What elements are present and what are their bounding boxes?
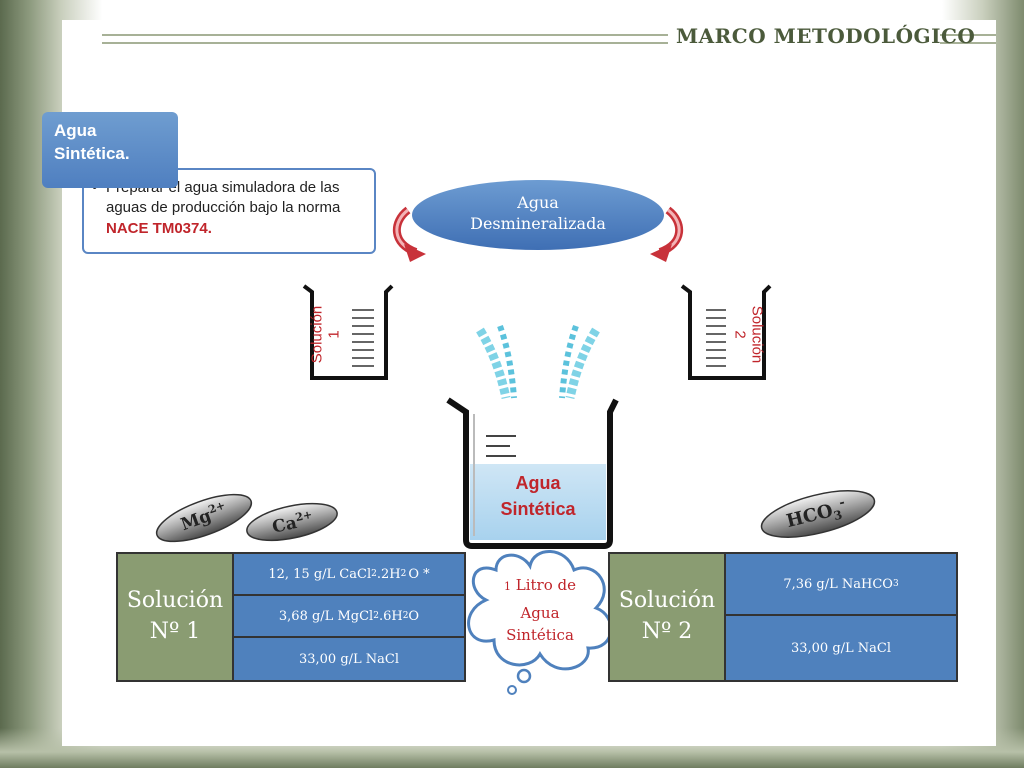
cloud-line-3: Sintética xyxy=(506,626,574,644)
demin-line-1: Agua xyxy=(517,193,559,212)
beaker-right-line-2: 2 xyxy=(732,330,749,339)
sol1-r1-sub1: 2 xyxy=(371,569,377,579)
sol2-r1-pre: 7,36 g/L NaHCO xyxy=(783,576,893,592)
sol1-r1-mid: .2H xyxy=(376,566,401,582)
beaker-solution-2-icon xyxy=(680,284,772,380)
ion-ca-charge: 2+ xyxy=(294,507,314,525)
sol1-r1-pre: 12, 15 g/L CaCl xyxy=(268,566,372,582)
sol1-r1-post: O * xyxy=(408,566,430,582)
sol1-r2-pre: 3,68 g/L MgCl xyxy=(278,608,374,624)
cloud-label: 1 Litro de Agua Sintética xyxy=(472,572,608,644)
arrow-left-icon xyxy=(392,206,426,262)
beaker-left-line-1: Solución xyxy=(308,305,326,364)
solucion-1-row-3: 33,00 g/L NaCl xyxy=(232,636,466,682)
sol2-r2-pre: 33,00 g/L NaCl xyxy=(790,640,892,656)
solucion-2-title: Solución Nº 2 xyxy=(608,552,726,682)
sol1-title-line-1: Solución xyxy=(126,588,224,614)
sol2-title-line-1: Solución xyxy=(618,588,716,614)
pour-stream-left-icon xyxy=(476,324,517,399)
beaker-right-line-1: Solución xyxy=(748,305,766,364)
tab-line-1: Agua xyxy=(54,121,97,140)
beaker-label-solution-2: Solución 2 xyxy=(732,295,766,375)
agua-desmineralizada-oval: Agua Desmineralizada xyxy=(412,180,664,250)
norm-highlight: NACE TM0374. xyxy=(106,219,212,237)
solucion-2-row-2: 33,00 g/L NaCl xyxy=(724,614,958,682)
header-rule-left xyxy=(102,34,668,44)
sol1-title-line-2: Nº 1 xyxy=(149,619,201,644)
sol1-r2-sub1: 2 xyxy=(373,611,379,621)
cloud-line-1-num: 1 xyxy=(503,580,511,593)
ion-pill-ca xyxy=(246,502,338,542)
sol1-r1-sub2: 2 xyxy=(400,569,407,579)
sol2-title-line-2: Nº 2 xyxy=(641,619,693,644)
header-title: MARCO METODOLÓGICO xyxy=(676,24,976,48)
cloud-shape xyxy=(467,550,613,695)
beaker-solution-1-icon xyxy=(302,284,394,380)
tab-line-2: Sintética. xyxy=(54,143,130,163)
sol1-r3-pre: 33,00 g/L NaCl xyxy=(298,651,400,667)
beaker-label-solution-1: Solución 1 xyxy=(308,295,343,375)
sol1-r2-mid: .6H xyxy=(378,608,403,624)
agua-sintetica-description: • Preparar el agua simuladora de las agu… xyxy=(82,168,376,254)
solucion-1-title: Solución Nº 1 xyxy=(116,552,234,682)
header-rule-right xyxy=(940,34,996,44)
ion-pill-hco3 xyxy=(760,490,876,538)
agua-sintetica-tab: Agua Sintética. xyxy=(42,112,178,188)
arrow-right-icon xyxy=(650,206,684,262)
center-beaker-label: Agua Sintética xyxy=(470,470,606,522)
cloud-line-2: Agua xyxy=(520,604,560,622)
center-line-1: Agua xyxy=(515,473,561,493)
center-line-2: Sintética xyxy=(500,499,576,520)
pour-stream-right-icon xyxy=(559,324,600,399)
cloud-line-1-rest: Litro de xyxy=(510,576,576,594)
ion-pill-mg xyxy=(155,493,253,543)
sol2-r1-sub1: 3 xyxy=(892,579,899,589)
beaker-left-line-2: 1 xyxy=(325,330,342,339)
demin-line-2: Desmineralizada xyxy=(470,214,606,233)
sol1-r2-sub2: 2 xyxy=(402,611,409,621)
beaker-synthetic-water-icon xyxy=(446,397,619,549)
sol1-r2-post: O xyxy=(408,608,420,624)
